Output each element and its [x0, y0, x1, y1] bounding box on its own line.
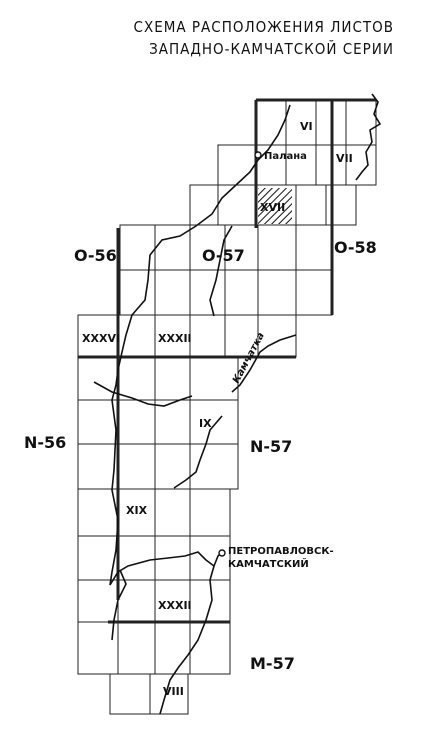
place-palana: Палана: [264, 151, 307, 162]
sheet-label-n57: N-57: [250, 437, 292, 456]
sheet-label-o57: O-57: [202, 246, 245, 265]
place-petropavlovsk-line1: ПЕТРОПАВЛОВСК-: [228, 546, 334, 557]
map-title-line2: ЗАПАДНО-КАМЧАТСКОЙ СЕРИИ: [149, 40, 394, 58]
sheet-number-ix: IX: [199, 417, 212, 430]
sheet-number-xix: XIX: [126, 504, 148, 517]
sheet-number-vi: VI: [300, 120, 313, 133]
sheet-number-xxxii-south: XXXII: [158, 599, 192, 612]
sheet-label-o56: O-56: [74, 246, 117, 265]
palana-marker: [254, 151, 262, 159]
sheet-label-n56: N-56: [24, 433, 66, 452]
sheet-label-m57: M-57: [250, 654, 295, 673]
petropavlovsk-marker: [218, 549, 226, 557]
sheet-number-xxxii-north: XXXII: [158, 332, 192, 345]
sheet-grid: [77, 99, 377, 715]
map-title-line1: СХЕМА РАСПОЛОЖЕНИЯ ЛИСТОВ: [133, 18, 394, 36]
sheet-number-viii: VIII: [163, 685, 184, 698]
major-sheet-boundaries: [78, 98, 376, 624]
sheet-number-xvii: XVII: [260, 201, 285, 214]
sheet-number-xxxvi: XXXVI: [82, 332, 120, 345]
hatched-sheet-xvii: [258, 188, 292, 224]
place-petropavlovsk-line2: КАМЧАТСКИЙ: [228, 557, 309, 570]
sheet-number-vii: VII: [336, 152, 353, 165]
sheet-label-o58: O-58: [334, 238, 377, 257]
coastline: [93, 93, 382, 715]
